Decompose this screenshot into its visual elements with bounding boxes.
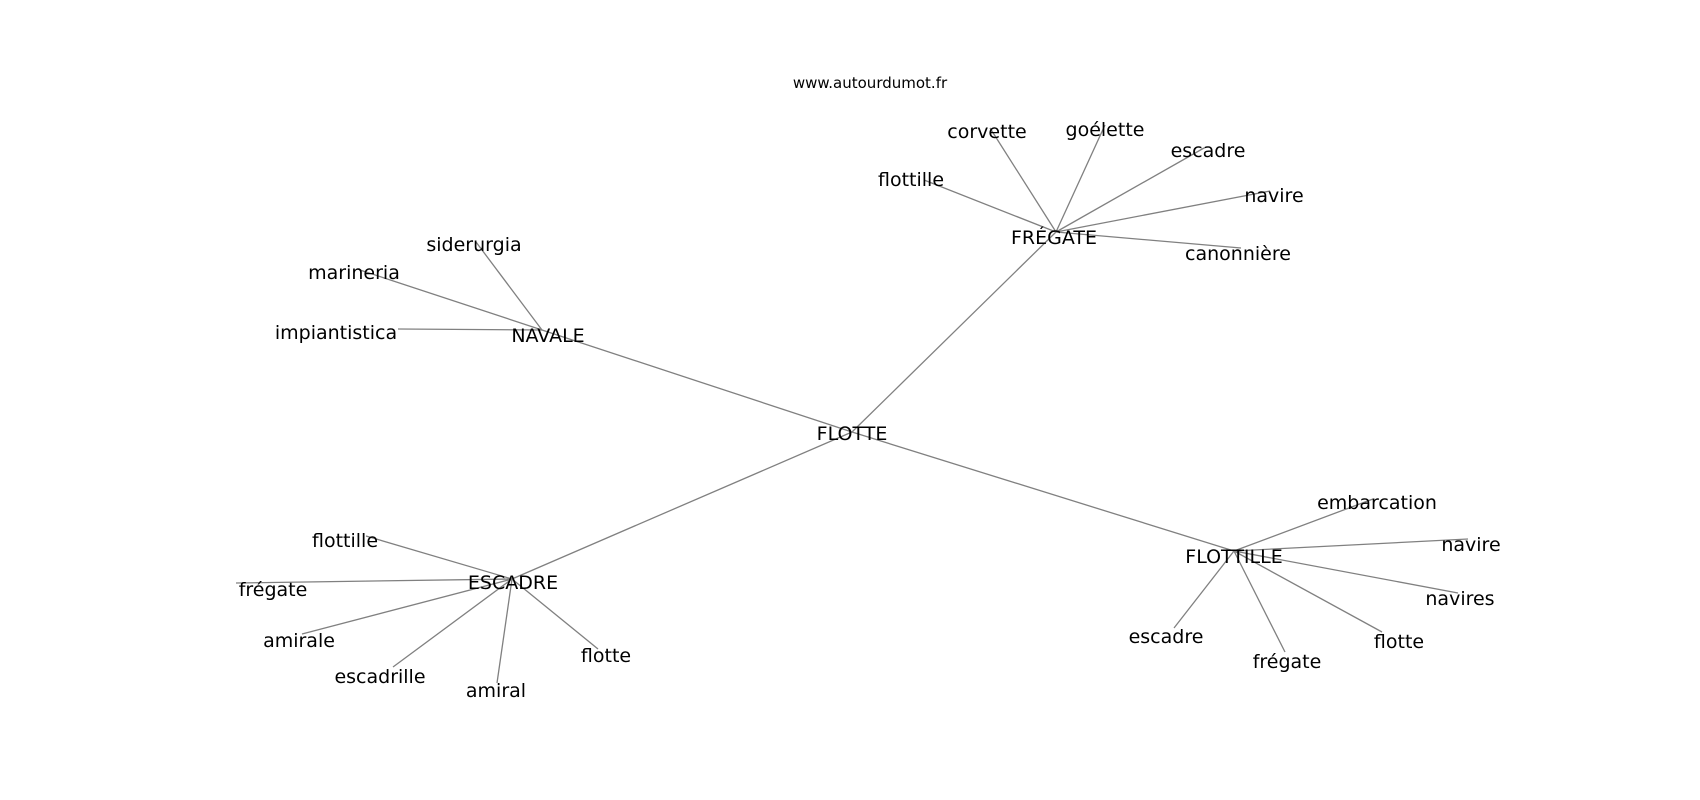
edge-escadre-escadrille [392,578,513,668]
node-leaf-escadre-escadrille[interactable]: escadrille [334,666,425,688]
edge-fregate-corvette [989,127,1057,233]
edge-fregate-goelette [1055,124,1106,233]
node-leaf-escadre-flottille[interactable]: flottille [312,530,378,552]
edge-flotte-flottille [851,431,1235,552]
labels-layer: FLOTTE NAVALE siderurgia marineria impiantis… [239,119,1501,702]
node-leaf-fregate-flottille[interactable]: flottille [878,169,944,191]
edge-fregate-flottille [923,179,1057,233]
node-leaf-flottille-navires[interactable]: navires [1425,588,1494,610]
edge-flotte-fregate [851,231,1057,433]
edge-fregate-escadre [1055,147,1205,233]
node-leaf-fregate-escadre[interactable]: escadre [1171,140,1246,162]
edge-flotte-escadre [511,431,853,580]
node-hub-escadre[interactable]: ESCADRE [468,572,558,594]
site-url: www.autourdumot.fr [793,74,948,92]
edge-fregate-navire [1055,190,1271,233]
edge-flottille-embarcation [1233,498,1374,552]
node-leaf-navale-impiantistica[interactable]: impiantistica [275,322,397,344]
node-leaf-navale-marineria[interactable]: marineria [308,262,400,284]
node-leaf-flottille-escadre[interactable]: escadre [1129,626,1204,648]
edge-flottille-flotte [1233,550,1383,633]
node-leaf-fregate-canonniere[interactable]: canonnière [1185,243,1291,265]
node-leaf-flottille-navire[interactable]: navire [1441,534,1500,556]
edge-escadre-flottille [365,535,513,580]
edge-navale-siderurgia [475,241,543,331]
node-center-flotte[interactable]: FLOTTE [817,423,888,445]
node-leaf-escadre-amiral[interactable]: amiral [466,680,526,702]
node-leaf-escadre-amirale[interactable]: amirale [263,630,335,652]
node-hub-fregate[interactable]: FRÉGATE [1011,226,1097,249]
edge-flottille-escadre [1173,550,1235,629]
node-hub-navale[interactable]: NAVALE [511,325,584,347]
node-leaf-navale-siderurgia[interactable]: siderurgia [426,234,521,256]
edge-navale-impiantistica [397,328,543,331]
node-leaf-flottille-fregate[interactable]: frégate [1253,651,1322,673]
node-leaf-fregate-goelette[interactable]: goélette [1066,119,1145,141]
edge-escadre-fregate [235,578,513,584]
node-leaf-fregate-corvette[interactable]: corvette [947,121,1026,143]
node-leaf-flottille-flotte[interactable]: flotte [1374,631,1424,653]
edge-fregate-canonniere [1055,231,1242,249]
node-leaf-flottille-embarcation[interactable]: embarcation [1317,492,1437,514]
edge-flottille-navires [1233,550,1459,594]
edge-flottille-navire [1233,538,1469,552]
edge-escadre-amirale [301,578,513,635]
edge-escadre-amiral [496,578,513,684]
node-leaf-escadre-fregate[interactable]: frégate [239,579,308,601]
node-hub-flottille[interactable]: FLOTTILLE [1185,546,1282,568]
edge-flotte-navale [541,329,853,433]
edge-navale-marineria [359,269,543,331]
node-leaf-escadre-flotte[interactable]: flotte [581,645,631,667]
edge-escadre-flotte [511,578,599,650]
node-leaf-fregate-navire[interactable]: navire [1244,185,1303,207]
edges-layer [235,124,1469,684]
edge-flottille-fregate [1233,550,1286,653]
